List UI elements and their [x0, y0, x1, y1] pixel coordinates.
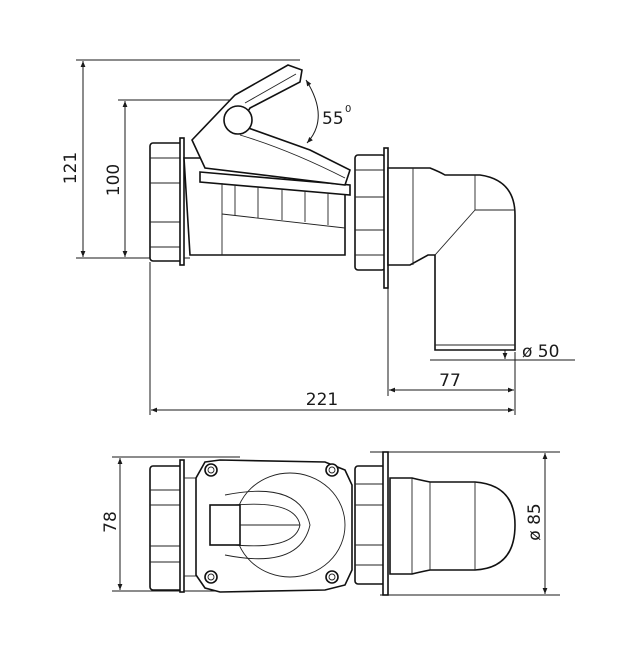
dim-label-d85: ø 85 — [525, 503, 545, 540]
angle-arc-55 — [305, 79, 319, 144]
top-view: 78 ø 85 — [101, 451, 560, 596]
dim-label-degree: 0 — [345, 104, 351, 115]
dim-label-55: 55 — [322, 109, 344, 129]
side-view: 121 100 55 0 ø 50 77 221 — [61, 59, 575, 415]
dim-label-77: 77 — [439, 371, 461, 391]
dim-label-d50: ø 50 — [522, 342, 559, 362]
dim-label-78: 78 — [101, 511, 121, 533]
dim-label-221: 221 — [306, 390, 338, 410]
dim-label-100: 100 — [104, 164, 124, 196]
dim-label-121: 121 — [61, 152, 81, 184]
